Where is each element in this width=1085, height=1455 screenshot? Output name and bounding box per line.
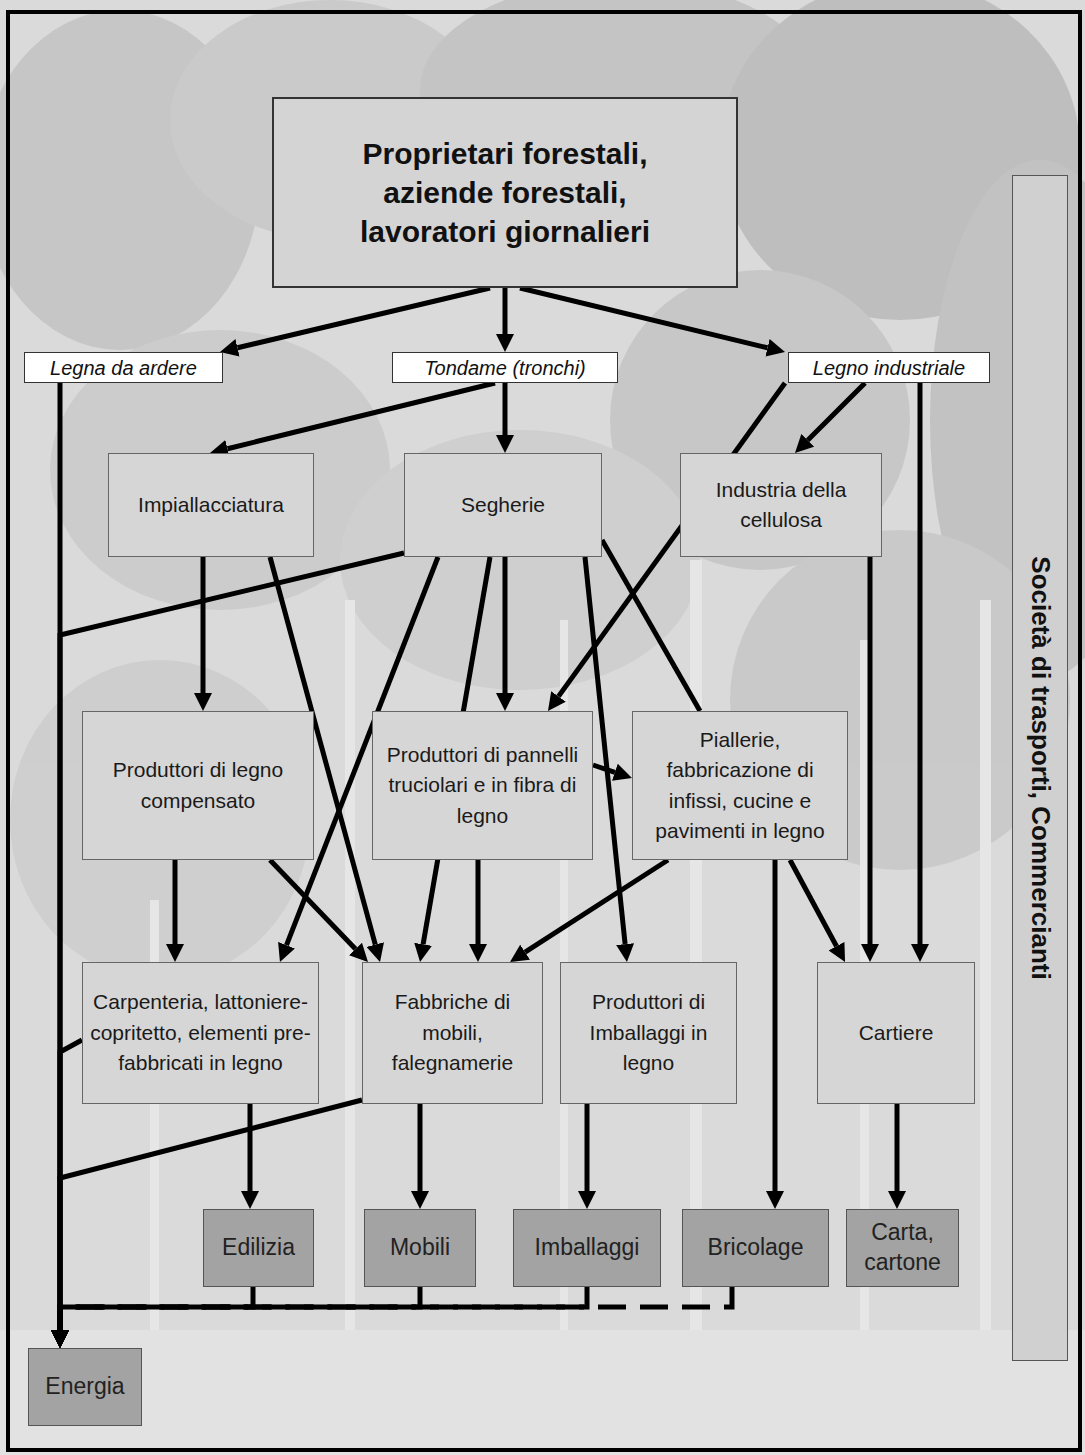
node-text: Segherie — [461, 490, 545, 520]
flow-arrow — [895, 1104, 900, 1191]
node-text: Legno industriale — [813, 356, 965, 380]
flow-arrow — [593, 765, 615, 772]
node-text: Società di trasporti, Commercianti — [1025, 556, 1056, 979]
process-box: Segherie — [404, 453, 602, 557]
node-text: Fabbriche di mobili, falegnamerie — [369, 987, 536, 1078]
process-box: Impiallacciatura — [108, 453, 314, 557]
process-box: Produttori di legno compensato — [82, 711, 314, 860]
flow-arrow — [173, 860, 178, 944]
flow-arrow — [503, 557, 508, 693]
flow-arrow — [248, 1104, 253, 1191]
flow-arrow — [60, 1100, 362, 1330]
side-band: Società di trasporti, Commercianti — [1012, 175, 1068, 1361]
flow-arrow — [602, 540, 700, 711]
process-box: Produttori di pannelli truciolari e in f… — [372, 711, 593, 860]
flow-arrow — [503, 383, 508, 435]
node-text: Mobili — [390, 1233, 450, 1263]
flow-arrow — [918, 383, 923, 944]
product-label: Tondame (tronchi) — [392, 352, 618, 383]
flow-arrow — [868, 557, 873, 944]
ground-strip — [0, 1330, 1085, 1455]
flow-arrow — [238, 288, 491, 348]
node-text: Energia — [45, 1372, 124, 1402]
flow-arrow — [60, 1040, 82, 1330]
source-box: Proprietari forestali, aziende forestali… — [272, 97, 738, 288]
node-text: Bricolage — [708, 1233, 804, 1263]
node-text: Industria della cellulosa — [687, 475, 875, 536]
tree-crowns — [0, 0, 1085, 980]
flow-arrow — [201, 557, 206, 693]
process-box: Produttori di Imballaggi in legno — [560, 962, 737, 1104]
flow-arrow — [503, 288, 508, 334]
flow-arrow — [228, 383, 496, 449]
node-text: Legna da ardere — [50, 356, 197, 380]
process-box: Carpenteria, lattoniere-copritetto, elem… — [82, 962, 319, 1104]
product-label: Legno industriale — [788, 352, 990, 383]
flow-arrow — [270, 860, 356, 949]
end-use-box: Imballaggi — [513, 1209, 661, 1287]
flow-arrow — [585, 1104, 590, 1191]
flow-arrow — [60, 553, 404, 1330]
process-box: Cartiere — [817, 962, 975, 1104]
flow-arrow — [790, 860, 837, 946]
node-text: Produttori di pannelli truciolari e in f… — [379, 740, 586, 831]
dashed-flow-arrow — [60, 1287, 732, 1330]
product-label: Legna da ardere — [24, 352, 223, 383]
end-use-box: Mobili — [364, 1209, 476, 1287]
node-text: Carta, cartone — [851, 1218, 954, 1278]
process-box: Fabbriche di mobili, falegnamerie — [362, 962, 543, 1104]
node-text: Carpenteria, lattoniere-copritetto, elem… — [89, 987, 312, 1078]
node-text: Cartiere — [859, 1018, 934, 1048]
end-use-box: Carta, cartone — [846, 1209, 959, 1287]
end-use-box: Energia — [28, 1348, 142, 1426]
flow-arrow — [773, 860, 778, 1191]
flow-arrow — [520, 288, 768, 348]
flow-arrow — [418, 1104, 423, 1191]
flow-arrow — [525, 860, 668, 952]
node-text: Impiallacciatura — [138, 490, 284, 520]
process-box: Piallerie, fabbricazione di infissi, cuc… — [632, 711, 848, 860]
flow-arrow — [476, 860, 481, 944]
end-use-box: Edilizia — [203, 1209, 314, 1287]
node-text: Piallerie, fabbricazione di infissi, cuc… — [639, 725, 841, 847]
frame — [8, 12, 1080, 1450]
end-use-box: Bricolage — [682, 1209, 829, 1287]
flow-arrow — [808, 383, 865, 440]
node-text: Produttori di Imballaggi in legno — [567, 987, 730, 1078]
node-text: Edilizia — [222, 1233, 295, 1263]
node-text: Imballaggi — [535, 1233, 640, 1263]
process-box: Industria della cellulosa — [680, 453, 882, 557]
node-text: Tondame (tronchi) — [424, 356, 586, 380]
node-text: Proprietari forestali, aziende forestali… — [314, 134, 696, 251]
node-text: Produttori di legno compensato — [89, 755, 307, 816]
